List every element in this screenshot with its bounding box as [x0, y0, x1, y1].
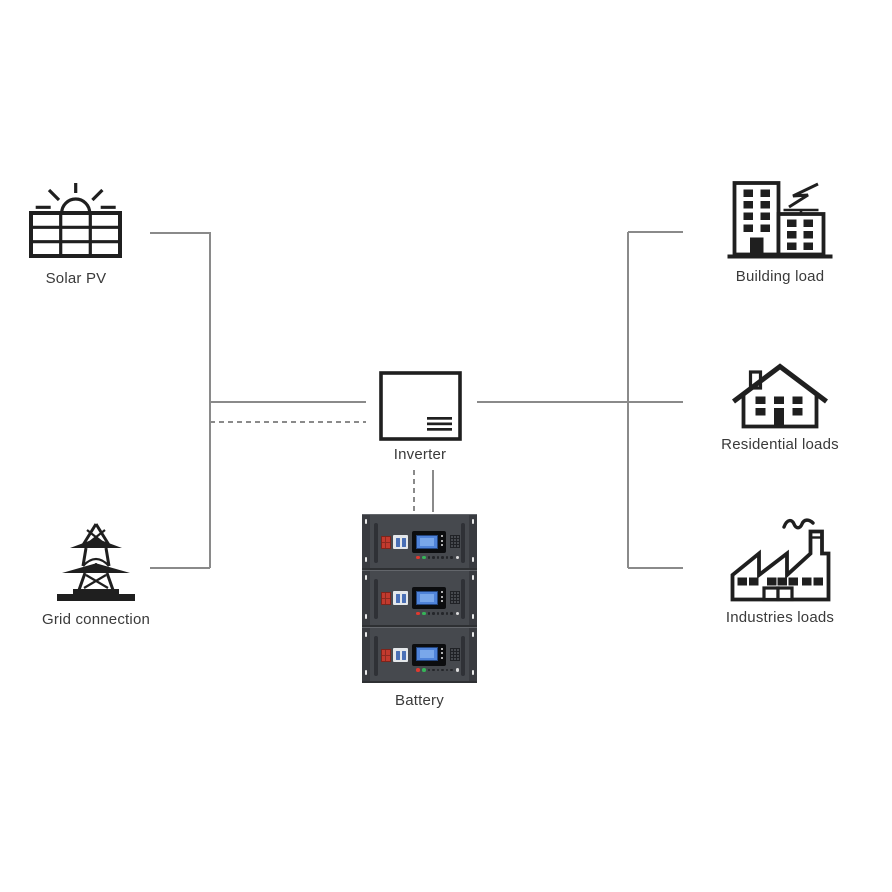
solar-pv-label: Solar PV: [45, 270, 107, 287]
rack-ear-right: [469, 515, 477, 569]
circuit-breaker: [393, 591, 408, 606]
circuit-breaker: [393, 647, 408, 662]
screw: [472, 631, 474, 637]
lcd-screen: [416, 534, 438, 549]
led-green: [422, 668, 426, 672]
lcd-screen: [416, 590, 438, 605]
status-leds: [416, 668, 459, 672]
breaker-toggle: [395, 594, 400, 604]
display-panel: [412, 587, 446, 610]
solar-pv-node: Solar PV: [8, 180, 144, 288]
building-load-node: Building load: [700, 181, 860, 286]
factory-icon: [730, 518, 831, 602]
transmission-tower-icon: [57, 523, 135, 601]
screw: [365, 557, 367, 563]
industries-loads-node: Industries loads: [700, 516, 860, 627]
handle-slot-left: [374, 635, 378, 676]
vent-grille-icon: [450, 591, 460, 605]
dc-breaker-red: [381, 592, 391, 606]
status-leds: [416, 611, 459, 616]
building-load-label: Building load: [735, 268, 825, 285]
screw: [472, 613, 474, 619]
industries-loads-label: Industries loads: [725, 609, 835, 626]
rack-ear-right: [469, 627, 477, 681]
handle-slot-left: [374, 523, 378, 563]
led-green: [422, 555, 426, 559]
handle-slot-right: [461, 635, 465, 676]
status-leds: [416, 555, 459, 560]
screw: [472, 669, 474, 675]
screw: [472, 519, 474, 524]
screw: [365, 613, 367, 619]
led-red: [416, 668, 420, 672]
grid-connection-node: Grid connection: [16, 520, 176, 629]
battery-stack: [362, 514, 477, 683]
battery-module: [362, 626, 477, 683]
rack-ear-left: [362, 515, 370, 569]
screw: [365, 575, 367, 581]
screw: [365, 631, 367, 637]
building-icon: [727, 181, 833, 259]
handle-slot-left: [374, 579, 378, 620]
rack-ear-left: [362, 627, 370, 681]
display-panel: [412, 643, 446, 666]
breaker-toggle: [401, 650, 406, 660]
circuit-breaker: [393, 535, 408, 549]
dc-breaker-red: [381, 536, 391, 549]
solar-panel-icon: [29, 183, 122, 258]
battery-module: [362, 570, 477, 627]
led-white: [455, 555, 459, 559]
breaker-toggle: [395, 650, 400, 660]
led-red: [416, 611, 420, 616]
residential-loads-label: Residential loads: [721, 436, 839, 453]
rack-ear-left: [362, 571, 370, 625]
inverter-label: Inverter: [393, 446, 447, 463]
lcd-screen: [416, 647, 438, 662]
display-panel: [412, 531, 446, 553]
screw: [472, 575, 474, 581]
breaker-toggle: [401, 594, 406, 604]
led-white: [455, 611, 459, 616]
led-red: [416, 555, 420, 559]
vent-grille-icon: [450, 647, 460, 661]
inverter-node: Inverter: [350, 371, 490, 464]
vent-grille-icon: [450, 535, 460, 548]
panel-leds: [441, 647, 443, 662]
rack-ear-right: [469, 571, 477, 625]
panel-leds: [441, 535, 443, 549]
battery-module: [362, 514, 477, 571]
led-white: [455, 668, 459, 672]
screw: [365, 669, 367, 675]
residential-loads-node: Residential loads: [700, 362, 860, 454]
grid-connection-label: Grid connection: [41, 611, 151, 628]
inverter-icon: [378, 371, 462, 441]
panel-leds: [441, 591, 443, 605]
screw: [365, 519, 367, 524]
screw: [472, 557, 474, 563]
house-icon: [731, 363, 829, 429]
handle-slot-right: [461, 579, 465, 620]
battery-label: Battery: [395, 692, 444, 709]
breaker-toggle: [401, 538, 406, 547]
handle-slot-right: [461, 523, 465, 563]
battery-node: Battery: [362, 514, 477, 710]
breaker-toggle: [395, 538, 400, 547]
led-green: [422, 611, 426, 616]
dc-breaker-red: [381, 648, 391, 662]
